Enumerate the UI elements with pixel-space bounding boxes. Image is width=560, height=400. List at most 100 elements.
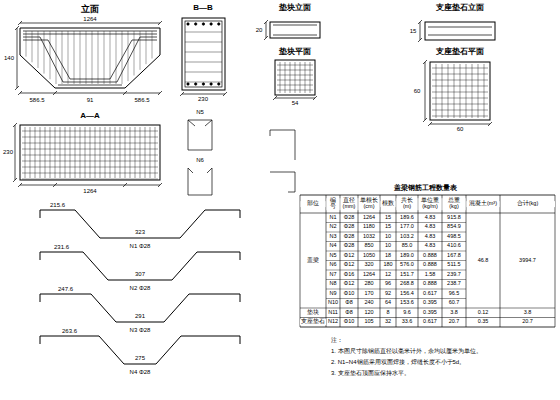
- table-cell: 0.395: [422, 300, 438, 306]
- table-cell: 120: [363, 310, 374, 316]
- stirrup: [134, 31, 135, 76]
- dim-tick: [15, 86, 19, 90]
- cap-outline: [20, 28, 160, 88]
- bearing-elevation: [425, 22, 495, 40]
- table-cell: N8: [328, 281, 337, 287]
- stirrup: [104, 31, 105, 84]
- note-text: 3. 支座垫石顶面应保持水平。: [330, 370, 411, 376]
- rebar-dot: [187, 23, 189, 25]
- table-line: [326, 222, 466, 223]
- rebar-grid: [277, 90, 313, 91]
- rebar-grid: [277, 85, 313, 86]
- stirrup: [62, 31, 63, 84]
- table-cell: 60.7: [448, 300, 461, 306]
- table-cell: N11: [327, 310, 339, 316]
- rebar-grid: [115, 127, 116, 178]
- table-line: [396, 195, 397, 327]
- rebar-grid: [55, 127, 56, 178]
- table-cell: Φ16: [343, 272, 356, 278]
- rebar-grid: [95, 127, 96, 178]
- stirrup: [185, 21, 222, 87]
- table-cell: 1264: [362, 215, 376, 221]
- rebar-grid: [432, 104, 488, 105]
- table-cell: 0.617: [422, 291, 438, 297]
- table-cell: 180: [382, 262, 393, 268]
- dim-tick: [428, 122, 432, 126]
- rebar-grid: [277, 75, 313, 76]
- stirrup: [98, 31, 99, 84]
- table-cell: 3994.7: [518, 258, 537, 264]
- table-cell: N4: [328, 243, 337, 249]
- dim-tick: [418, 38, 422, 42]
- dim-line: [425, 62, 426, 120]
- stirrup: [122, 31, 123, 84]
- table-cell: 153.6: [399, 300, 415, 306]
- rebar-grid: [432, 68, 488, 69]
- table-cell: Φ12: [343, 262, 356, 268]
- table-cell: Φ8: [344, 310, 353, 316]
- table-line: [300, 317, 555, 318]
- dimension: 54: [291, 100, 300, 106]
- table-cell: Φ28: [343, 243, 356, 249]
- table-cell: 511.5: [446, 262, 461, 268]
- table-line: [500, 195, 501, 327]
- dimension: 20: [255, 27, 264, 33]
- rebar-grid: [22, 137, 158, 138]
- stirrup: [50, 31, 51, 79]
- view-title: 垫块立面: [278, 4, 312, 12]
- table-line: [340, 195, 341, 327]
- table-cell: N9: [328, 291, 337, 297]
- table-cell: Φ10: [343, 319, 356, 325]
- table-cell: 33.6: [401, 319, 414, 325]
- dim-tick: [13, 178, 17, 182]
- rebar: [273, 25, 317, 26]
- rebar-dot: [202, 23, 204, 25]
- table-header: 合计(kg): [501, 201, 555, 207]
- rebar-grid: [130, 127, 131, 178]
- note-text: 2. N1~N4钢筋采用双面焊接，焊缝长度不小于5d。: [330, 359, 466, 365]
- rebar-grid: [90, 127, 91, 178]
- dim-line: [15, 125, 16, 180]
- rebar-grid: [22, 161, 158, 162]
- table-line: [442, 195, 443, 327]
- rebar-grid: [22, 167, 158, 168]
- rebar-grid: [295, 62, 296, 93]
- table-cell: N12: [327, 319, 339, 325]
- stirrup: [92, 31, 93, 84]
- rebar: [185, 82, 222, 83]
- rebar-grid: [277, 70, 313, 71]
- table-cell: 268.8: [399, 281, 415, 287]
- bent-bar: [40, 336, 240, 364]
- dim-tick: [18, 91, 22, 95]
- table-cell: 189.6: [399, 215, 415, 221]
- table-cell: 151.7: [399, 272, 415, 278]
- table-line: [300, 195, 555, 196]
- table-cell: 15: [384, 224, 392, 230]
- pad-elevation: [270, 22, 320, 38]
- rebar-grid: [145, 127, 146, 178]
- stirrup: [44, 31, 45, 74]
- view-title: B—B: [192, 4, 214, 12]
- table-cell: 18: [384, 253, 392, 259]
- dim-line: [420, 22, 421, 40]
- table-header: 直径(mm): [341, 198, 358, 210]
- table-cell: 320: [363, 262, 374, 268]
- table-cell: 4.83: [424, 234, 437, 240]
- rebar-grid: [22, 149, 158, 150]
- rebar-grid: [140, 127, 141, 178]
- table-header: 共长(m): [397, 198, 418, 210]
- table-cell: 4.83: [424, 243, 437, 249]
- stirrup: [140, 31, 141, 70]
- rebar-grid: [40, 127, 41, 178]
- table-cell: Φ28: [343, 224, 356, 230]
- table-cell: 支座垫石: [300, 319, 326, 325]
- rebar-grid: [310, 62, 311, 93]
- rebar-grid: [50, 127, 51, 178]
- rebar-dot: [210, 23, 212, 25]
- dim-line: [182, 94, 225, 95]
- table-line: [326, 232, 466, 233]
- dimension: 291: [134, 313, 146, 319]
- dimension: 323: [134, 229, 146, 235]
- rebar-grid: [125, 127, 126, 178]
- table-line: [326, 195, 327, 327]
